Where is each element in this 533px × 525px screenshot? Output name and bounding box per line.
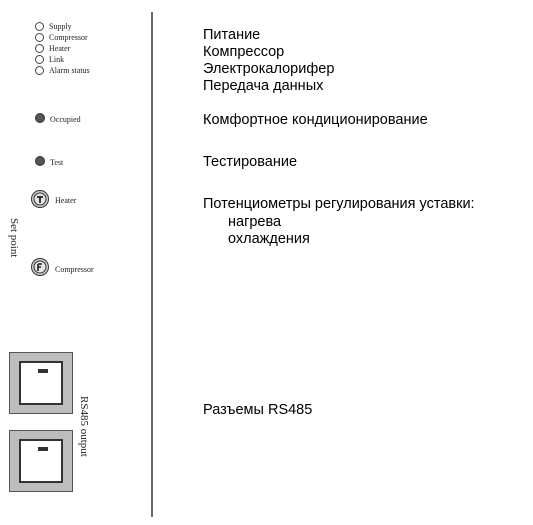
desc-supply: Питание [203, 27, 261, 43]
desc-setpoint-cooling: охлаждения [228, 231, 310, 247]
compressor-knob-icon [33, 260, 47, 274]
device-panel: Supply Compressor Heater Link Alarm stat… [0, 0, 160, 525]
supply-led-icon [35, 22, 44, 31]
compressor-label: Compressor [49, 33, 88, 42]
heater-knob-label: Heater [55, 196, 77, 205]
rs485-socket-icon [19, 361, 63, 405]
desc-compressor: Компрессор [203, 44, 285, 60]
link-led-icon [35, 55, 44, 64]
desc-setpoint-title: Потенциометры регулирования уставки: [203, 196, 475, 212]
alarm-status-led-icon [35, 66, 44, 75]
heater-knob[interactable] [31, 190, 49, 208]
rs485-port-bottom[interactable] [9, 430, 73, 492]
compressor-knob[interactable] [31, 258, 49, 276]
set-point-label: Set point [8, 218, 20, 258]
desc-connectors: Разъемы RS485 [203, 402, 313, 418]
test-label: Test [50, 158, 64, 167]
desc-testing: Тестирование [203, 154, 298, 170]
alarm-status-label: Alarm status [49, 66, 90, 75]
desc-data-transfer: Передача данных [203, 78, 324, 94]
link-label: Link [49, 55, 65, 64]
test-led-icon [35, 156, 45, 166]
desc-setpoint-heating: нагрева [228, 214, 282, 230]
compressor-led-icon [35, 33, 44, 42]
rs485-output-label: RS485 output [78, 396, 90, 457]
rs485-socket-icon [19, 439, 63, 483]
compressor-knob-label: Compressor [55, 265, 94, 274]
heater-knob-icon [33, 192, 47, 206]
supply-label: Supply [49, 22, 72, 31]
desc-comfort: Комфортное кондиционирование [203, 112, 428, 128]
divider [151, 12, 153, 517]
rs485-port-top[interactable] [9, 352, 73, 414]
occupied-label: Occupied [50, 115, 81, 124]
heater-label: Heater [49, 44, 71, 53]
heater-led-icon [35, 44, 44, 53]
desc-heater: Электрокалорифер [203, 61, 335, 77]
occupied-led-icon [35, 113, 45, 123]
